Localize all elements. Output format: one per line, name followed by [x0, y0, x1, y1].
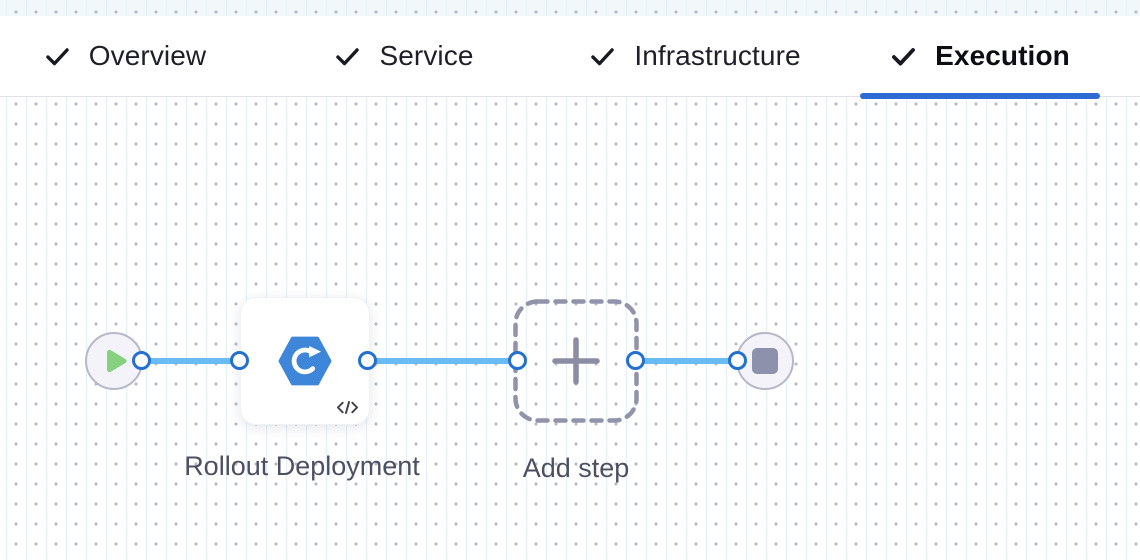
port-start-out[interactable]: [131, 351, 151, 370]
tab-label: Execution: [935, 40, 1070, 71]
stage-setup-tabbar: Overview Service Infrastructure Executio…: [0, 16, 1140, 99]
port-addstep-out[interactable]: [625, 351, 645, 370]
port-step-in[interactable]: [229, 351, 249, 370]
tab-service[interactable]: Service: [284, 16, 524, 96]
tab-infrastructure[interactable]: Infrastructure: [575, 16, 815, 96]
step-node-label: Rollout Deployment: [184, 451, 420, 481]
check-icon: [46, 47, 69, 65]
plus-icon: [552, 337, 600, 385]
tab-overview[interactable]: Overview: [5, 16, 245, 96]
active-tab-indicator: [860, 93, 1100, 99]
dashed-border: [513, 299, 639, 423]
check-icon: [892, 47, 916, 65]
edge-step-to-addstep: [367, 358, 517, 364]
pipeline-canvas[interactable]: Rollout Deployment Add step: [0, 97, 1140, 560]
tab-label: Infrastructure: [634, 40, 801, 71]
play-icon: [107, 349, 127, 373]
edge-start-to-step: [141, 358, 239, 364]
tab-label: Service: [379, 40, 474, 71]
step-node-rollout-deployment[interactable]: [240, 297, 370, 425]
add-step-label: Add step: [522, 453, 630, 483]
port-end-in[interactable]: [727, 351, 747, 370]
check-icon: [336, 47, 360, 65]
code-icon: [336, 400, 359, 415]
stop-icon: [752, 348, 778, 374]
k8s-rolling-deploy-icon: [278, 336, 332, 386]
edge-addstep-to-end: [635, 358, 737, 364]
tab-label: Overview: [88, 40, 207, 71]
port-addstep-in[interactable]: [507, 351, 527, 370]
check-icon: [591, 47, 615, 65]
tab-execution[interactable]: Execution: [860, 16, 1100, 99]
canvas-top-strip: [0, 0, 1140, 16]
port-step-out[interactable]: [357, 351, 377, 370]
add-step-button[interactable]: [513, 299, 639, 423]
